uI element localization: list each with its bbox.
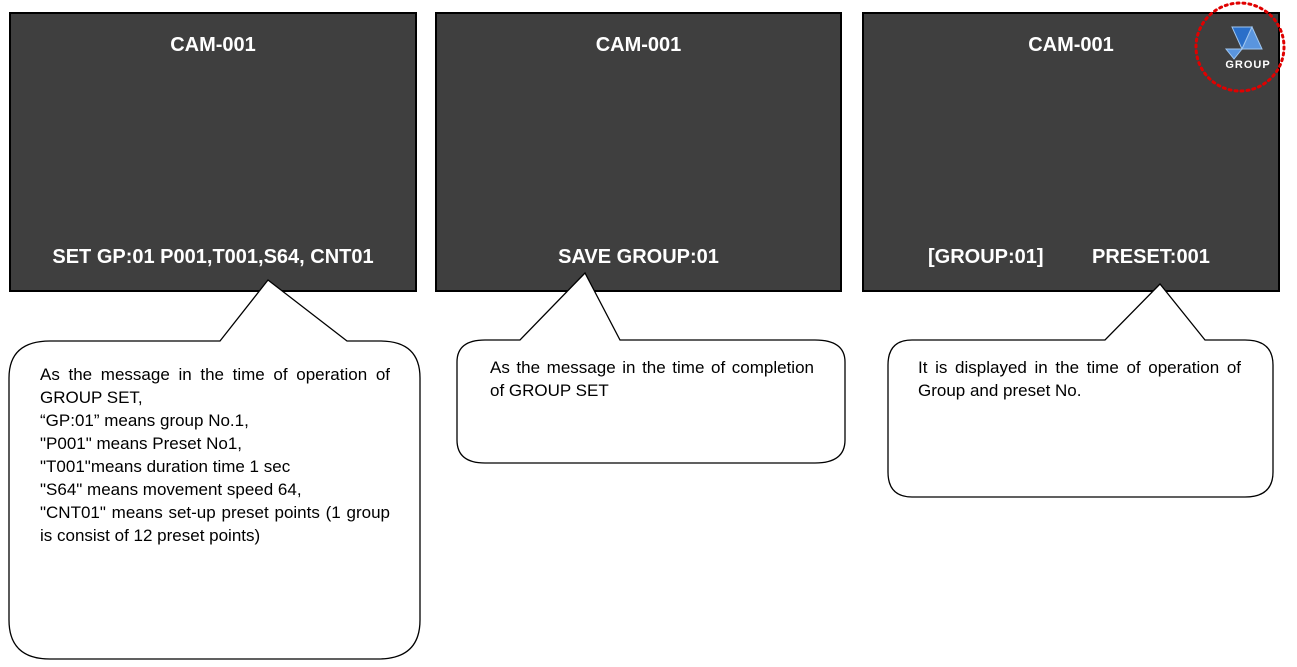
callout-text-1: As the message in the time of operation … — [40, 365, 390, 545]
callout-text-save: As the message in the time of completion… — [490, 356, 814, 402]
group-logo-label: GROUP — [1225, 59, 1271, 71]
camera-title: CAM-001 — [595, 34, 682, 56]
callout-text-set: As the message in the time of operation … — [40, 363, 390, 547]
callout-text-3: It is displayed in the time of operation… — [918, 358, 1241, 400]
callout-text-operation: It is displayed in the time of operation… — [918, 356, 1241, 402]
osd-message: SET GP:01 P001,T001,S64, CNT01 — [52, 246, 374, 268]
group-logo-icon — [1194, 1, 1286, 93]
osd-message: [GROUP:01] PRESET:001 — [864, 246, 1278, 338]
callout-bubble-1 — [8, 279, 421, 660]
osd-screen-save: CAM-001 SAVE GROUP:01 — [435, 12, 842, 292]
osd-group-label: [GROUP:01] — [928, 246, 1044, 268]
camera-title: CAM-001 — [170, 34, 256, 56]
osd-screen-set: CAM-001 SET GP:01 P001,T001,S64, CNT01 — [9, 12, 417, 292]
camera-title: CAM-001 — [1028, 34, 1114, 56]
callout-text-2: As the message in the time of completion… — [490, 358, 814, 400]
callout-bubble-3 — [887, 283, 1274, 498]
osd-screen-operation: CAM-001 [GROUP:01] PRESET:001 — [862, 12, 1280, 292]
osd-preset-label: PRESET:001 — [1092, 246, 1210, 268]
osd-message: SAVE GROUP:01 — [558, 246, 719, 268]
callout-bubble-2 — [456, 271, 846, 464]
